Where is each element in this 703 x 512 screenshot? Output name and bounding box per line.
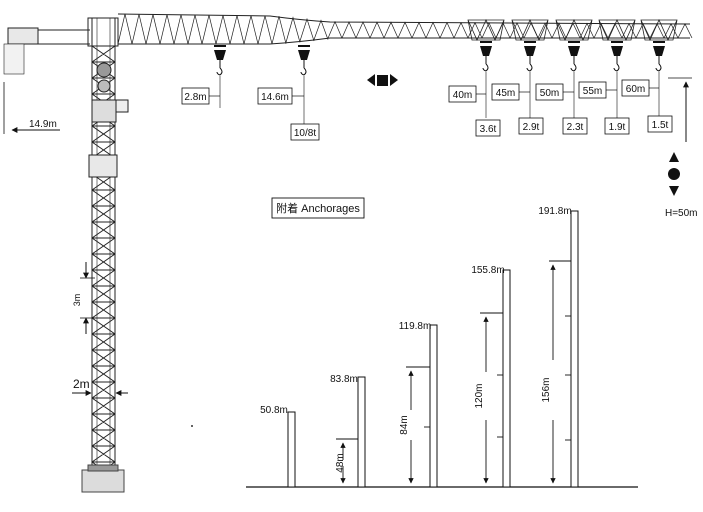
jib-hooks [214, 19, 678, 124]
anchorage-spacing-arrows [340, 264, 556, 484]
svg-text:1.5t: 1.5t [652, 120, 669, 131]
anchorage-spacing-label: 120m [474, 383, 485, 408]
mast-section-label: 3m [72, 294, 82, 307]
load-label-3.6t: 3.6t [475, 119, 501, 137]
trolley-direction-icon [367, 74, 398, 86]
svg-text:40m: 40m [453, 90, 472, 101]
jib-segment-truss [598, 19, 636, 41]
anchorage-spacing-label: 48m [335, 453, 346, 472]
hook-trolley [214, 45, 226, 108]
radius-label-55m: 55m [578, 81, 617, 99]
anchorages-title-box: 附着 Anchorages [271, 197, 365, 219]
jib-segment-truss [467, 19, 505, 41]
anchorage-tie-ticks [336, 260, 571, 441]
radius-label-60m: 60m [621, 79, 659, 97]
anchorage-bars [287, 210, 579, 488]
counter-jib-dimension [3, 82, 60, 134]
stray-dot [191, 425, 193, 427]
hook-trolley [524, 41, 536, 118]
hook-trolley [653, 41, 665, 118]
anchorage-spacing-label: 156m [541, 377, 552, 402]
hook-height-dimension [668, 77, 692, 142]
svg-text:14.6m: 14.6m [261, 92, 289, 103]
jib-segment-truss [555, 19, 593, 41]
anchorage-height-label: 155.8m [471, 265, 504, 276]
load-label-10-8t: 10/8t [290, 123, 320, 141]
svg-text:55m: 55m [583, 86, 602, 97]
anchorage-height-label: 83.8m [330, 374, 358, 385]
svg-text:1.9t: 1.9t [609, 122, 626, 133]
tower-width-label: 2m [73, 377, 90, 391]
radius-label-40m: 40m [448, 85, 486, 103]
anchorage-height-label: 119.8m [399, 321, 432, 332]
load-label-2.3t: 2.3t [562, 117, 588, 135]
radius-label-2.8m: 2.8m [181, 87, 220, 105]
height-under-hook-label: H=50m [665, 208, 698, 219]
mast-section-dimension [80, 262, 95, 334]
svg-text:2.8m: 2.8m [184, 92, 206, 103]
anchorage-spacing-label: 84m [399, 415, 410, 434]
anchorage-height-label: 191.8m [538, 206, 571, 217]
svg-text:10/8t: 10/8t [294, 128, 316, 139]
jib-segment-truss [511, 19, 549, 41]
svg-text:3.6t: 3.6t [480, 124, 497, 135]
radius-label-50m: 50m [535, 83, 574, 101]
jib-segment-truss [640, 19, 678, 41]
load-label-2.9t: 2.9t [518, 117, 544, 135]
hook-trolley [611, 41, 623, 118]
hook-trolley [298, 45, 310, 124]
svg-text:2.9t: 2.9t [523, 122, 540, 133]
hoist-direction-icon [668, 152, 680, 196]
anchorage-height-label: 50.8m [260, 405, 288, 416]
hook-trolley [480, 41, 492, 118]
load-label-1.5t: 1.5t [647, 115, 673, 133]
svg-text:2.3t: 2.3t [567, 122, 584, 133]
svg-text:50m: 50m [540, 88, 559, 99]
tower-base [81, 464, 125, 493]
jib-boom [117, 13, 693, 45]
radius-label-14.6m: 14.6m [257, 87, 304, 105]
load-label-1.9t: 1.9t [604, 117, 630, 135]
radius-label-45m: 45m [491, 83, 530, 101]
counter-jib [3, 27, 90, 75]
tower-mast [87, 17, 119, 479]
tower-cab [88, 62, 129, 178]
hook-trolley [568, 41, 580, 118]
anchorages-title: 附着 Anchorages [276, 201, 360, 215]
svg-text:60m: 60m [626, 84, 645, 95]
svg-text:45m: 45m [496, 88, 515, 99]
counter-jib-label: 14.9m [29, 119, 57, 130]
